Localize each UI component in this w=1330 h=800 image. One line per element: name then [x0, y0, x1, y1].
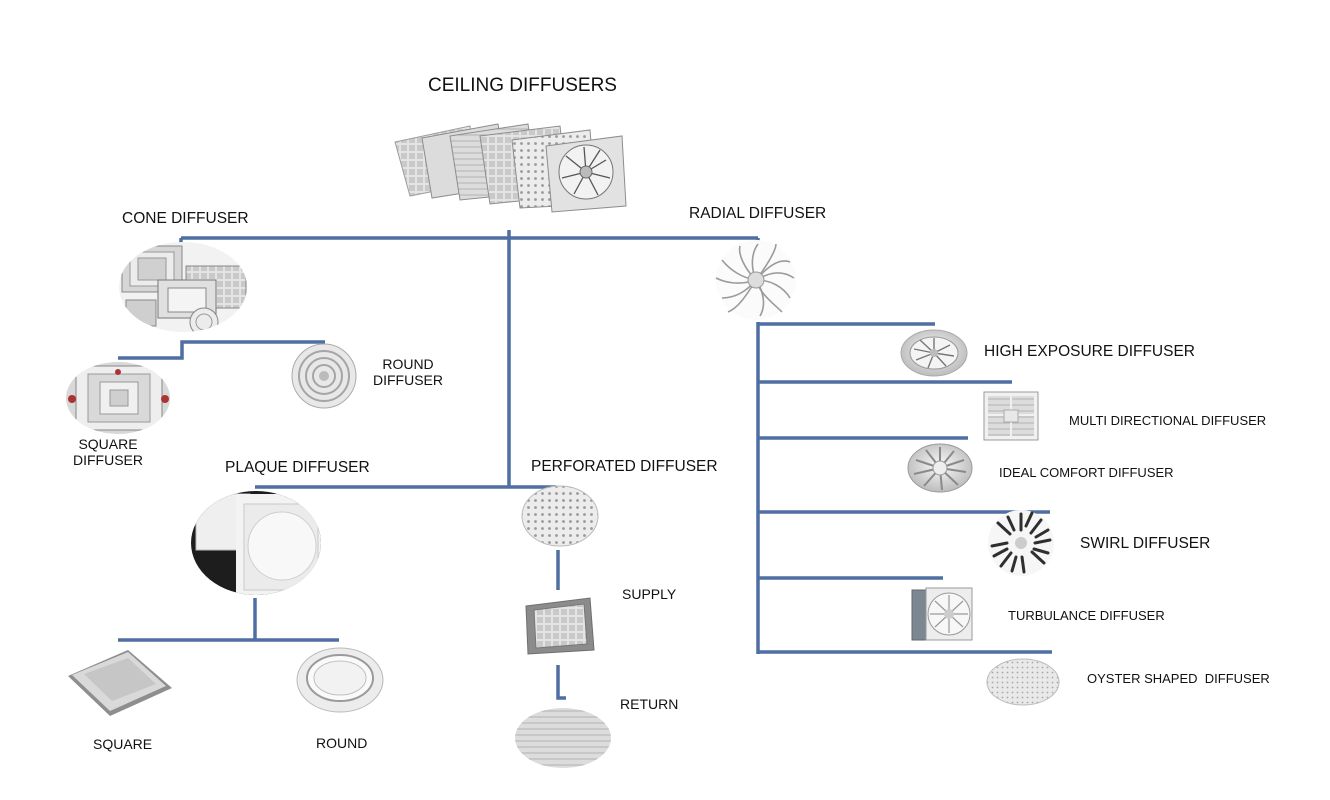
- oyster-shaped-diffuser-image: [986, 658, 1060, 706]
- connector-lines: [118, 230, 1052, 700]
- square-diffuser-label: SQUARE DIFFUSER: [66, 436, 150, 468]
- return-diffuser-image: [515, 708, 611, 768]
- supply-label: SUPPLY: [622, 586, 677, 602]
- turbulance-diffuser-image: [911, 587, 973, 641]
- plaque-square-diffuser-image: [68, 650, 172, 716]
- diagram-title: CEILING DIFFUSERS: [428, 75, 617, 96]
- cone-diffuser-label: CONE DIFFUSER: [122, 210, 249, 227]
- round-cone-diffuser-image: [291, 343, 357, 409]
- oyster-shaped-diffuser-label: OYSTER SHAPED DIFFUSER: [1087, 671, 1270, 686]
- square-diffuser-label-line-1: SQUARE: [78, 436, 138, 452]
- turbulance-diffuser-label: TURBULANCE DIFFUSER: [1008, 608, 1165, 623]
- round-diffuser-label-line-2: DIFFUSER: [373, 372, 443, 389]
- ideal-comfort-diffuser-label: IDEAL COMFORT DIFFUSER: [999, 465, 1174, 480]
- multi-directional-diffuser-image: [983, 391, 1039, 441]
- swirl-diffuser-image: [988, 510, 1054, 576]
- multi-directional-diffuser-label: MULTI DIRECTIONAL DIFFUSER: [1069, 413, 1267, 428]
- supply-diffuser-image: [525, 597, 595, 655]
- round-diffuser-label: ROUND DIFFUSER: [370, 356, 446, 388]
- perforated-return-connector: [556, 665, 566, 700]
- plaque-square-label: SQUARE: [93, 736, 153, 752]
- cone-children-connector: [118, 340, 325, 360]
- plaque-diffuser-label: PLAQUE DIFFUSER: [225, 459, 370, 476]
- plaque-diffuser-image: [191, 491, 321, 595]
- high-exposure-diffuser-image: [900, 329, 968, 377]
- high-exposure-diffuser-label: HIGH EXPOSURE DIFFUSER: [984, 343, 1195, 360]
- square-cone-diffuser-image: [66, 362, 170, 434]
- swirl-diffuser-label: SWIRL DIFFUSER: [1080, 535, 1211, 552]
- square-diffuser-label-line-2: DIFFUSER: [73, 452, 143, 469]
- cone-diffuser-image: [119, 242, 247, 332]
- perforated-diffuser-label: PERFORATED DIFFUSER: [531, 458, 718, 475]
- round-diffuser-label-line-1: ROUND: [382, 356, 434, 372]
- ideal-comfort-diffuser-image: [907, 443, 973, 493]
- plaque-round-label: ROUND: [316, 735, 368, 751]
- perforated-diffuser-image: [521, 485, 599, 547]
- radial-diffuser-label: RADIAL DIFFUSER: [689, 205, 827, 222]
- radial-diffuser-image: [715, 240, 796, 320]
- return-label: RETURN: [620, 696, 679, 712]
- plaque-round-diffuser-image: [296, 647, 384, 713]
- ceiling-diffusers-image: [394, 123, 627, 213]
